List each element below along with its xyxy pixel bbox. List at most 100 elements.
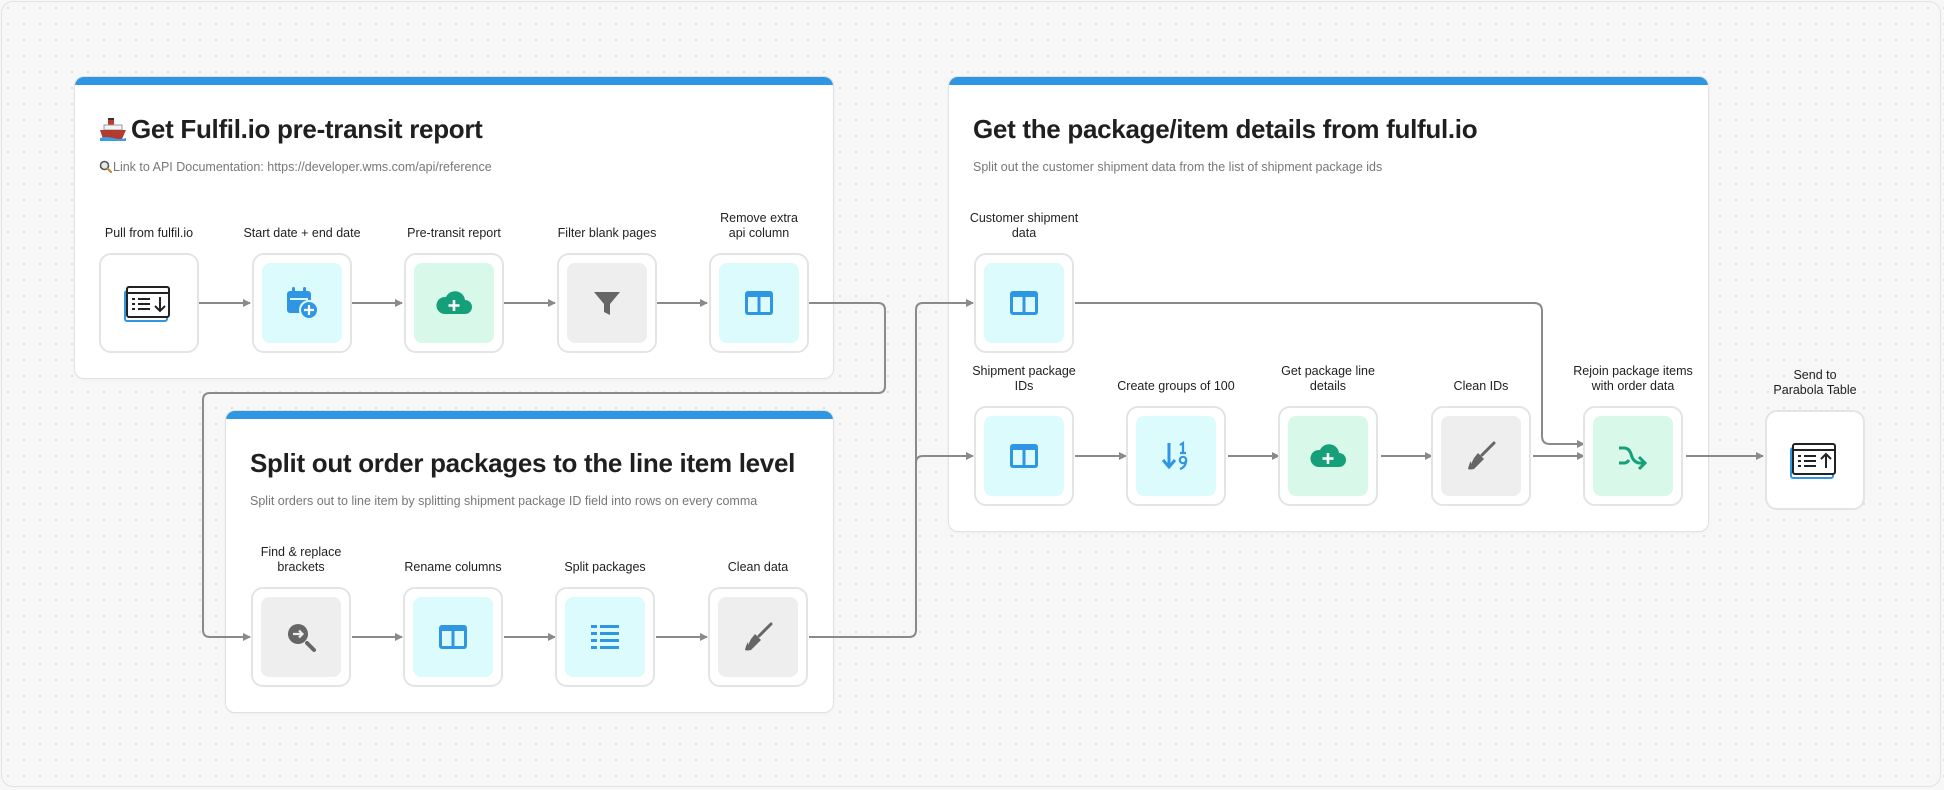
node-get-package-line-details[interactable] (1278, 406, 1378, 506)
ship-icon (100, 118, 126, 141)
node-tile (1441, 416, 1521, 496)
node-rejoin-package-items[interactable] (1583, 406, 1683, 506)
magnifier-icon (99, 160, 112, 173)
sort-numeric-icon (1161, 440, 1188, 471)
label-line: Customer shipment (969, 211, 1079, 225)
node-label-report: Pre-transit report (379, 226, 529, 241)
label-line: IDs (1014, 379, 1034, 393)
columns-icon (745, 291, 773, 315)
cloud-add-icon (1310, 444, 1346, 467)
node-start-end-date[interactable] (252, 253, 352, 353)
columns-icon (439, 625, 467, 649)
label-line: data (1011, 226, 1037, 240)
node-label-groups100: Create groups of 100 (1101, 379, 1251, 394)
node-filter-blank-pages[interactable] (557, 253, 657, 353)
label-line: Send to (1793, 368, 1837, 382)
node-pull-from-fulfil[interactable] (99, 253, 199, 353)
node-pretransit-report[interactable] (404, 253, 504, 353)
node-label-filter: Filter blank pages (532, 226, 682, 241)
label-text: Filter blank pages (557, 226, 657, 240)
label-line: Parabola Table (1773, 383, 1857, 397)
node-customer-shipment-data[interactable] (974, 253, 1074, 353)
node-label-splitpk: Split packages (530, 560, 680, 575)
node-clean-data[interactable] (708, 587, 808, 687)
columns-icon (1010, 444, 1038, 468)
node-label-rename: Rename columns (378, 560, 528, 575)
node-label-cleandata: Clean data (683, 560, 833, 575)
node-shipment-package-ids[interactable] (974, 406, 1074, 506)
node-tile (1775, 420, 1855, 500)
node-tile (718, 597, 798, 677)
node-tile (1136, 416, 1216, 496)
broom-icon (745, 622, 773, 651)
label-line: brackets (277, 560, 325, 574)
label-line: Shipment package (972, 364, 1076, 378)
node-label-cleanids: Clean IDs (1406, 379, 1556, 394)
broom-icon (1468, 441, 1496, 470)
wire (915, 452, 974, 464)
calendar-add-icon (287, 287, 319, 320)
label-text: Create groups of 100 (1117, 379, 1235, 393)
group-accent-bar (226, 411, 833, 419)
node-remove-extra-api-column[interactable] (709, 253, 809, 353)
node-rename-columns[interactable] (403, 587, 503, 687)
label-line: details (1309, 379, 1347, 393)
group-description-text: Link to API Documentation: https://devel… (113, 160, 492, 174)
node-label-dates: Start date + end date (227, 226, 377, 241)
node-tile (109, 263, 189, 343)
node-label-pull: Pull from fulfil.io (74, 226, 224, 241)
columns-icon (1010, 291, 1038, 315)
node-tile (413, 597, 493, 677)
rows-icon (591, 625, 619, 649)
label-text: Rename columns (404, 560, 502, 574)
group-title-details: Get the package/item details from fulful… (973, 114, 1478, 144)
api-import-icon (124, 286, 170, 322)
node-create-groups-100[interactable] (1126, 406, 1226, 506)
label-line: with order data (1591, 379, 1675, 393)
label-text: Clean data (727, 560, 789, 574)
node-tile (1288, 416, 1368, 496)
group-description-pretransit: Link to API Documentation: https://devel… (99, 160, 492, 174)
label-line: Find & replace (260, 545, 342, 559)
node-tile (565, 597, 645, 677)
merge-icon (1619, 446, 1648, 470)
label-text: Split packages (564, 560, 646, 574)
node-tile (414, 263, 494, 343)
group-accent-bar (75, 77, 833, 85)
label-line: Remove extra (720, 211, 798, 225)
group-accent-bar (949, 77, 1708, 85)
node-tile (984, 263, 1064, 343)
group-description-details: Split out the customer shipment data fro… (973, 160, 1383, 174)
find-replace-icon (288, 624, 316, 652)
node-find-replace-brackets[interactable] (251, 587, 351, 687)
group-title-text: Get Fulfil.io pre-transit report (131, 114, 483, 144)
node-tile (984, 416, 1064, 496)
node-split-packages[interactable] (555, 587, 655, 687)
node-tile (567, 263, 647, 343)
wire (1075, 302, 1585, 448)
label-line: Get package line (1281, 364, 1375, 378)
label-text: Pre-transit report (407, 226, 501, 240)
node-send-to-parabola-table[interactable] (1765, 410, 1865, 510)
node-tile (262, 263, 342, 343)
cloud-add-icon (436, 291, 472, 314)
node-clean-ids[interactable] (1431, 406, 1531, 506)
group-description-split: Split orders out to line item by splitti… (250, 494, 758, 508)
node-tile (261, 597, 341, 677)
wire (202, 302, 886, 641)
group-title-pretransit: Get Fulfil.io pre-transit report (99, 114, 483, 145)
label-text: Pull from fulfil.io (104, 226, 194, 240)
filter-icon (594, 292, 620, 315)
node-tile (719, 263, 799, 343)
label-line: api column (728, 226, 790, 240)
label-line: Rejoin package items (1573, 364, 1693, 378)
